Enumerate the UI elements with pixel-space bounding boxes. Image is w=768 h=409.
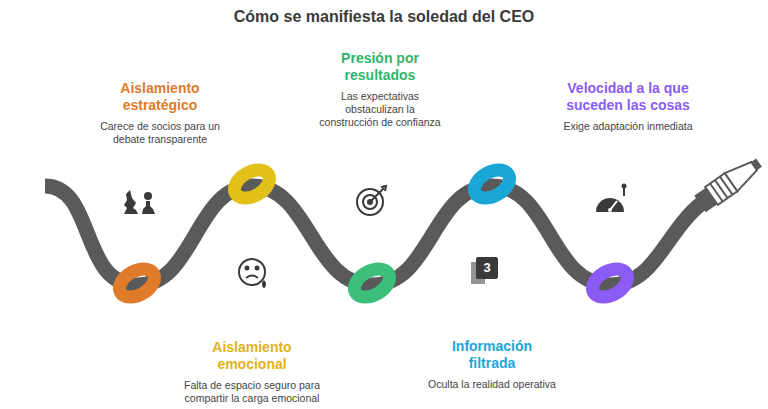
step-heading: Presión por resultados xyxy=(320,50,440,84)
nozzle xyxy=(694,154,766,213)
knot xyxy=(115,164,633,303)
diagram-title: Cómo se manifiesta la soledad del CEO xyxy=(0,8,768,26)
target-icon xyxy=(357,186,386,215)
sad-face-icon xyxy=(239,259,265,287)
step-description: Oculta la realidad operativa xyxy=(427,378,557,391)
step-card: Aislamiento emocionalFalta de espacio se… xyxy=(177,339,327,405)
step-heading: Información filtrada xyxy=(432,338,552,372)
step-description: Las expectativas obstaculizan la constru… xyxy=(315,90,445,129)
step-card: Información filtradaOculta la realidad o… xyxy=(422,338,562,391)
number-icon xyxy=(471,257,498,284)
step-heading: Aislamiento emocional xyxy=(192,339,312,373)
icon-number: 3 xyxy=(476,257,498,279)
step-heading: Aislamiento estratégico xyxy=(100,80,220,114)
gauge-icon xyxy=(596,184,627,213)
step-description: Falta de espacio seguro para compartir l… xyxy=(182,379,322,405)
step-card: Velocidad a la que suceden las cosasExig… xyxy=(543,80,713,133)
step-description: Carece de socios para un debate transpar… xyxy=(90,120,230,146)
step-heading: Velocidad a la que suceden las cosas xyxy=(543,80,713,114)
step-card: Presión por resultadosLas expectativas o… xyxy=(310,50,450,129)
step-description: Exige adaptación inmediata xyxy=(548,120,708,133)
step-card: Aislamiento estratégicoCarece de socios … xyxy=(85,80,235,146)
chess-icon xyxy=(124,190,155,214)
